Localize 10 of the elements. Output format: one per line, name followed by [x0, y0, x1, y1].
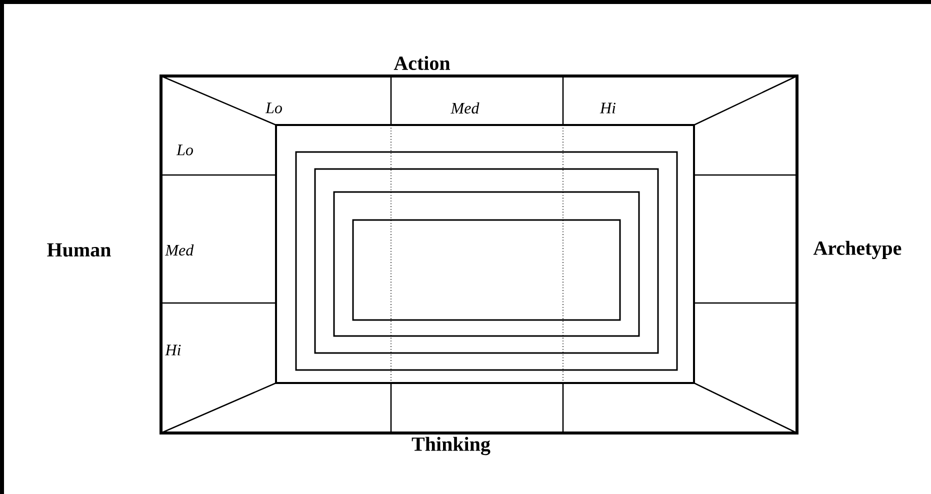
level-label: Hi [165, 344, 181, 356]
axis-label: Thinking [412, 436, 490, 456]
axis-label: Human [47, 243, 111, 257]
axis-label: Archetype [813, 240, 902, 260]
level-label: Lo [176, 144, 193, 156]
level-label: Med [165, 244, 194, 256]
level-label: Hi [600, 102, 616, 114]
axis-label: Action [394, 56, 450, 70]
level-label: Lo [265, 102, 282, 114]
level-label: Med [450, 102, 480, 114]
